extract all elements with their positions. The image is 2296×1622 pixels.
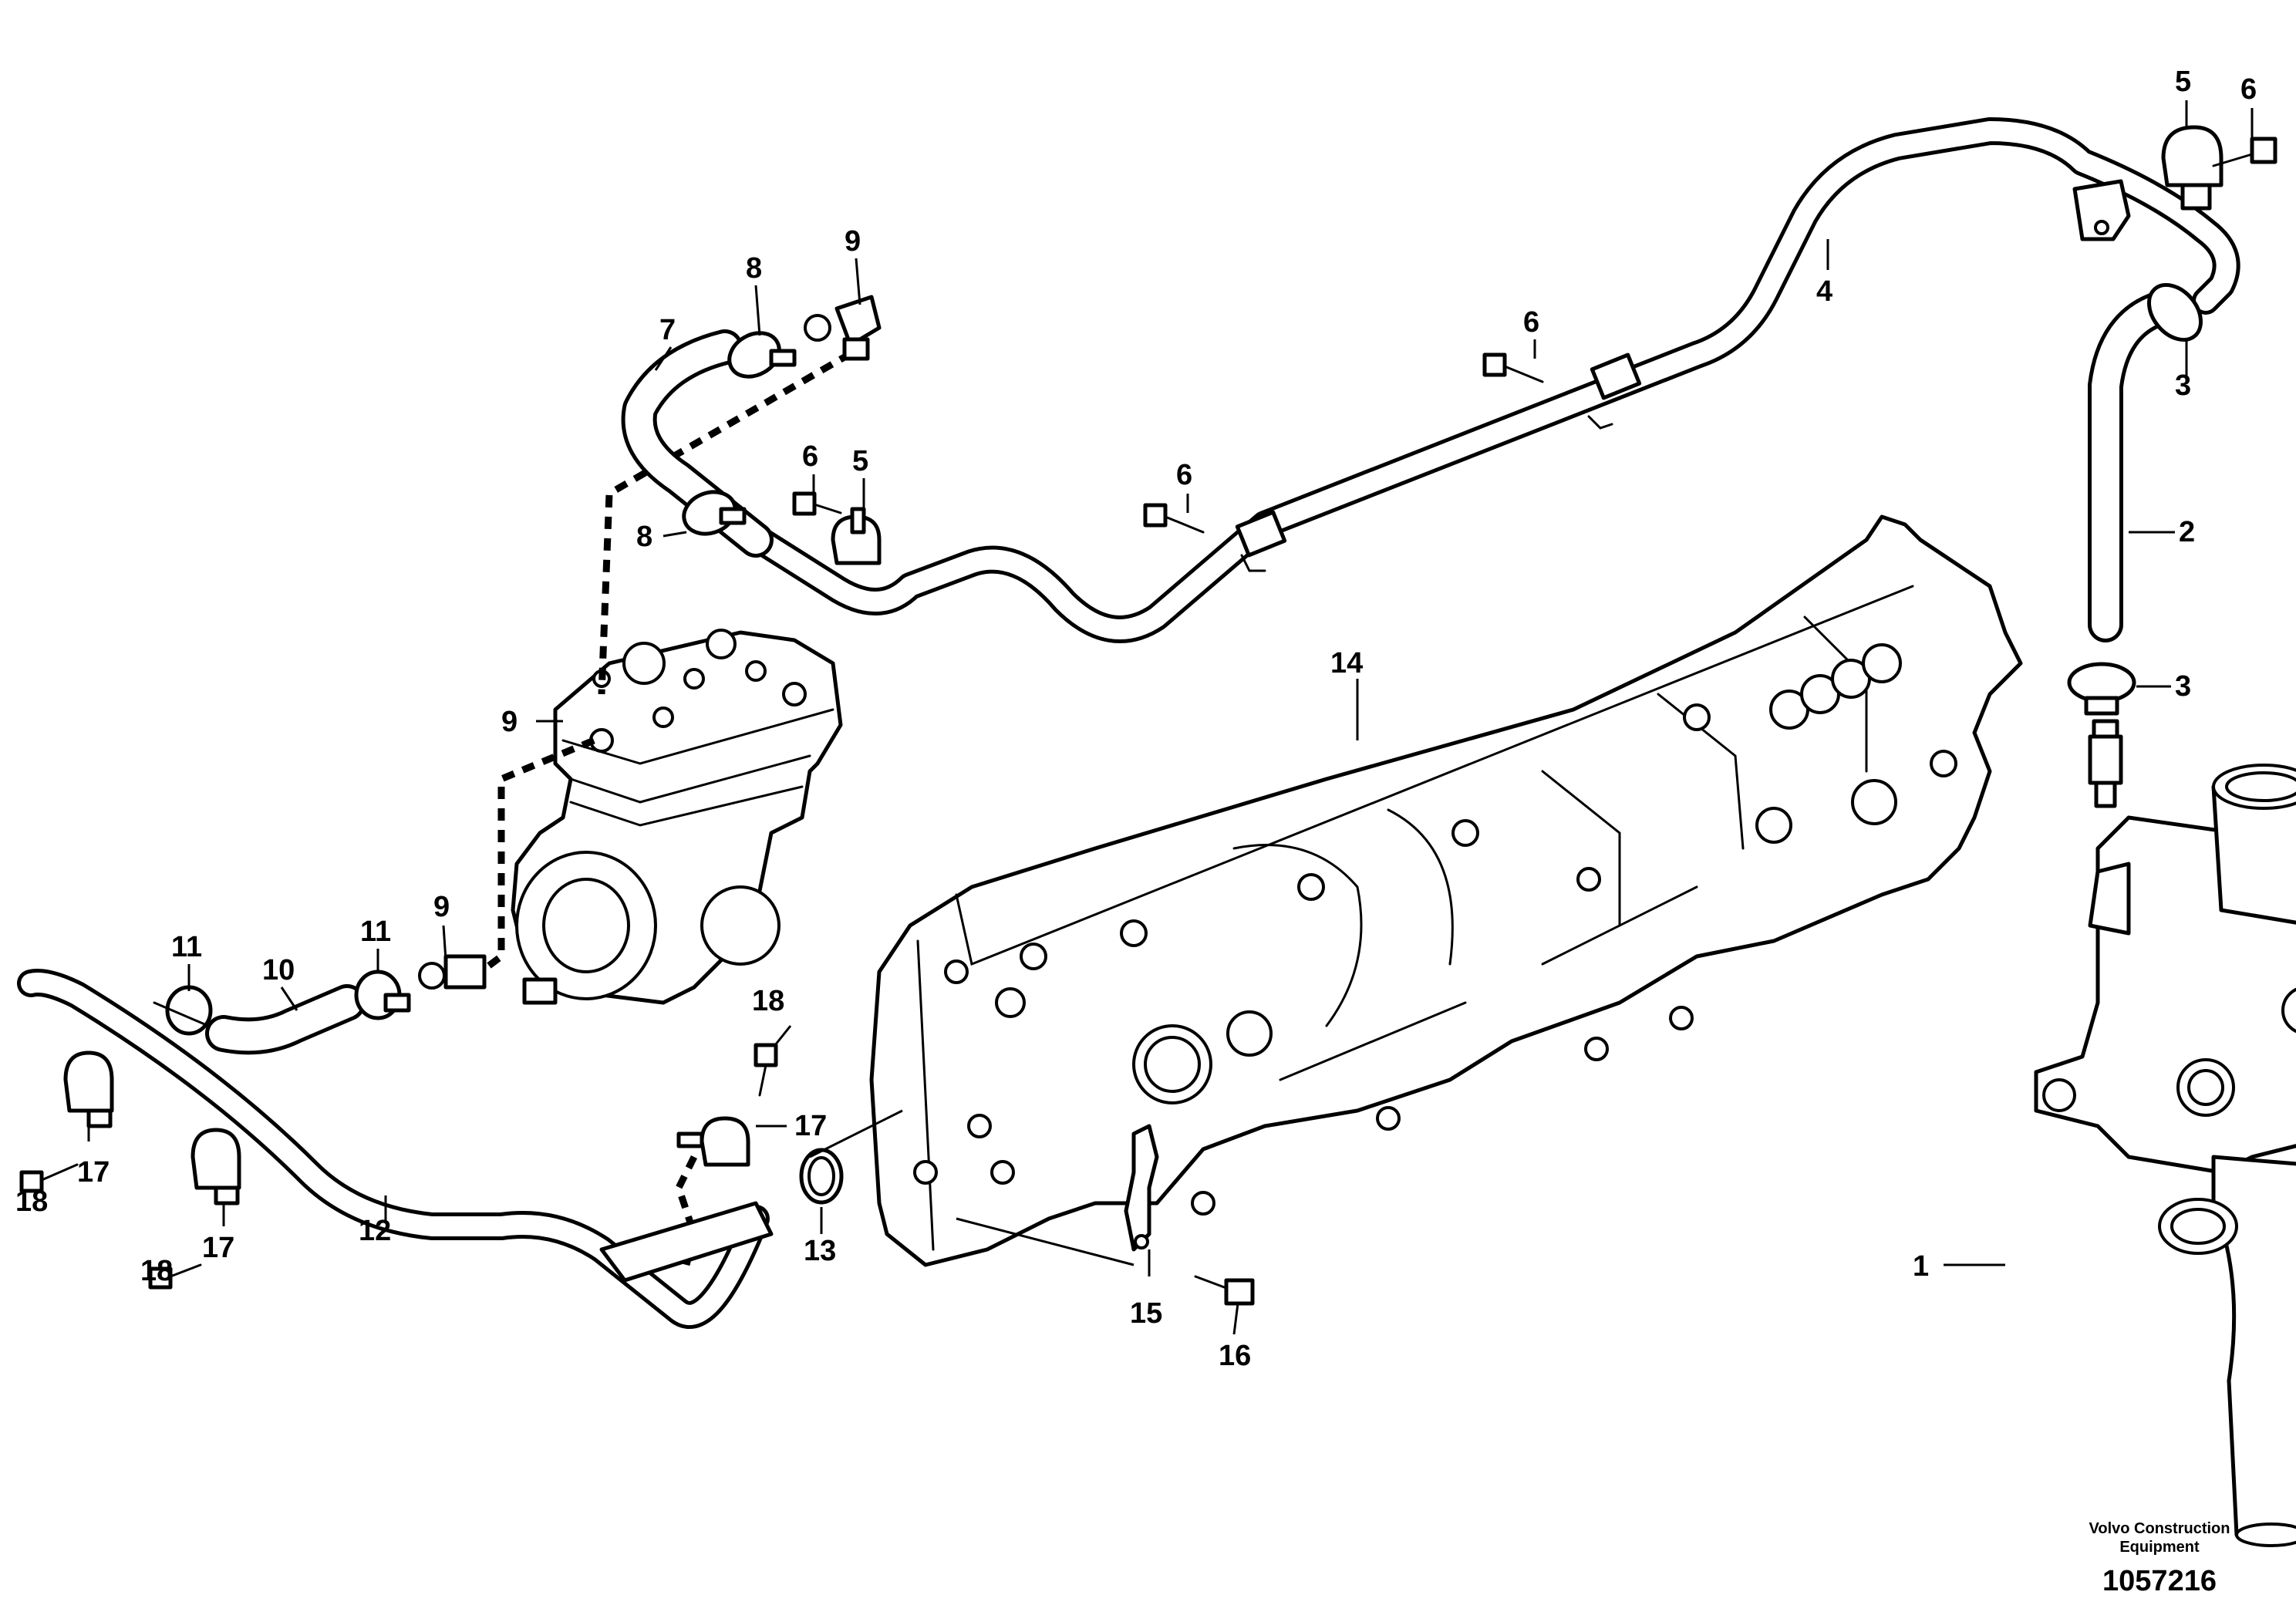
guide-line-b <box>468 737 595 983</box>
hose-2[interactable] <box>2088 291 2177 642</box>
callout-15: 15 <box>1130 1297 1162 1330</box>
callout-6a: 6 <box>2240 73 2257 106</box>
pipe-clamp-mid[interactable] <box>1235 510 1287 572</box>
hose-clamp-11a[interactable] <box>153 985 213 1036</box>
bolt-6b[interactable] <box>792 491 842 516</box>
air-compressor[interactable] <box>511 629 843 1005</box>
bolt-16[interactable] <box>1194 1275 1255 1306</box>
hose-clamp-3b[interactable] <box>2067 662 2136 716</box>
bolt-18a[interactable] <box>19 1163 79 1193</box>
hose-10[interactable] <box>205 984 366 1055</box>
bolt-6c[interactable] <box>1143 503 1205 534</box>
hose-clamp-8a[interactable] <box>722 324 797 385</box>
callout-9c: 9 <box>433 891 450 923</box>
drawing-number: 1057216 <box>2102 1565 2217 1597</box>
callout-3a: 3 <box>2175 369 2191 402</box>
callout-9a: 9 <box>845 225 861 258</box>
o-ring-13[interactable] <box>799 1148 844 1205</box>
callout-9b: 9 <box>501 706 518 738</box>
callout-1: 1 <box>1913 1250 1929 1283</box>
pipe-bracket[interactable] <box>2072 179 2131 241</box>
leader-lines <box>87 100 2254 1335</box>
union-fitting-9[interactable] <box>418 954 487 990</box>
callout-8b: 8 <box>636 521 652 553</box>
callout-18b: 18 <box>15 1185 48 1218</box>
manifold-casting-14[interactable] <box>869 514 2023 1267</box>
callout-12: 12 <box>359 1215 391 1247</box>
p-clip-17a[interactable] <box>63 1050 114 1128</box>
p-clip-5b[interactable] <box>831 507 882 565</box>
adapter-nipple[interactable] <box>2088 719 2123 808</box>
bolt-18c[interactable] <box>754 1043 778 1097</box>
bolt-6a[interactable] <box>2212 137 2277 167</box>
hose-7[interactable] <box>621 329 774 558</box>
pipe-clamp-upper[interactable] <box>1587 352 1642 430</box>
callout-17c: 17 <box>202 1232 234 1264</box>
callout-17b: 17 <box>77 1156 110 1189</box>
bolt-18b[interactable] <box>148 1263 202 1290</box>
callout-18c: 18 <box>140 1255 173 1287</box>
callout-7: 7 <box>659 314 676 346</box>
bracket-15[interactable] <box>1124 1124 1159 1252</box>
callout-3b: 3 <box>2175 670 2191 703</box>
p-clip-5a[interactable] <box>2161 125 2224 211</box>
brand-line-1: Volvo Construction <box>2089 1520 2230 1537</box>
callout-10: 10 <box>262 954 295 986</box>
callout-17a: 17 <box>794 1110 827 1142</box>
callout-5b: 5 <box>852 445 868 477</box>
callout-6b: 6 <box>1523 306 1539 339</box>
thermostat-housing-1[interactable] <box>2034 764 2296 1547</box>
callout-8a: 8 <box>746 252 762 285</box>
coolant-pipe-4[interactable] <box>746 117 2240 643</box>
callout-6c: 6 <box>1176 459 1192 491</box>
callout-6d: 6 <box>802 440 818 473</box>
callout-5a: 5 <box>2175 66 2191 98</box>
hose-clamp-3a[interactable] <box>2139 275 2211 349</box>
callout-14: 14 <box>1330 647 1363 679</box>
bolt-6d[interactable] <box>1482 352 1544 383</box>
callout-11a: 11 <box>171 931 202 963</box>
callout-16: 16 <box>1219 1340 1251 1372</box>
callout-4: 4 <box>1816 275 1832 308</box>
callout-13: 13 <box>804 1235 836 1267</box>
brand-line-2: Equipment <box>2119 1539 2200 1556</box>
elbow-fitting-9[interactable] <box>804 295 882 361</box>
hose-clamp-11b[interactable] <box>354 969 411 1020</box>
p-clip-17c[interactable] <box>676 1116 750 1167</box>
callout-18a: 18 <box>752 985 784 1017</box>
hose-clamp-8b[interactable] <box>678 485 747 541</box>
callout-2: 2 <box>2179 516 2195 548</box>
p-clip-17b[interactable] <box>190 1128 241 1206</box>
coolant-pipe-12[interactable] <box>17 969 774 1329</box>
callout-11b: 11 <box>360 916 391 948</box>
